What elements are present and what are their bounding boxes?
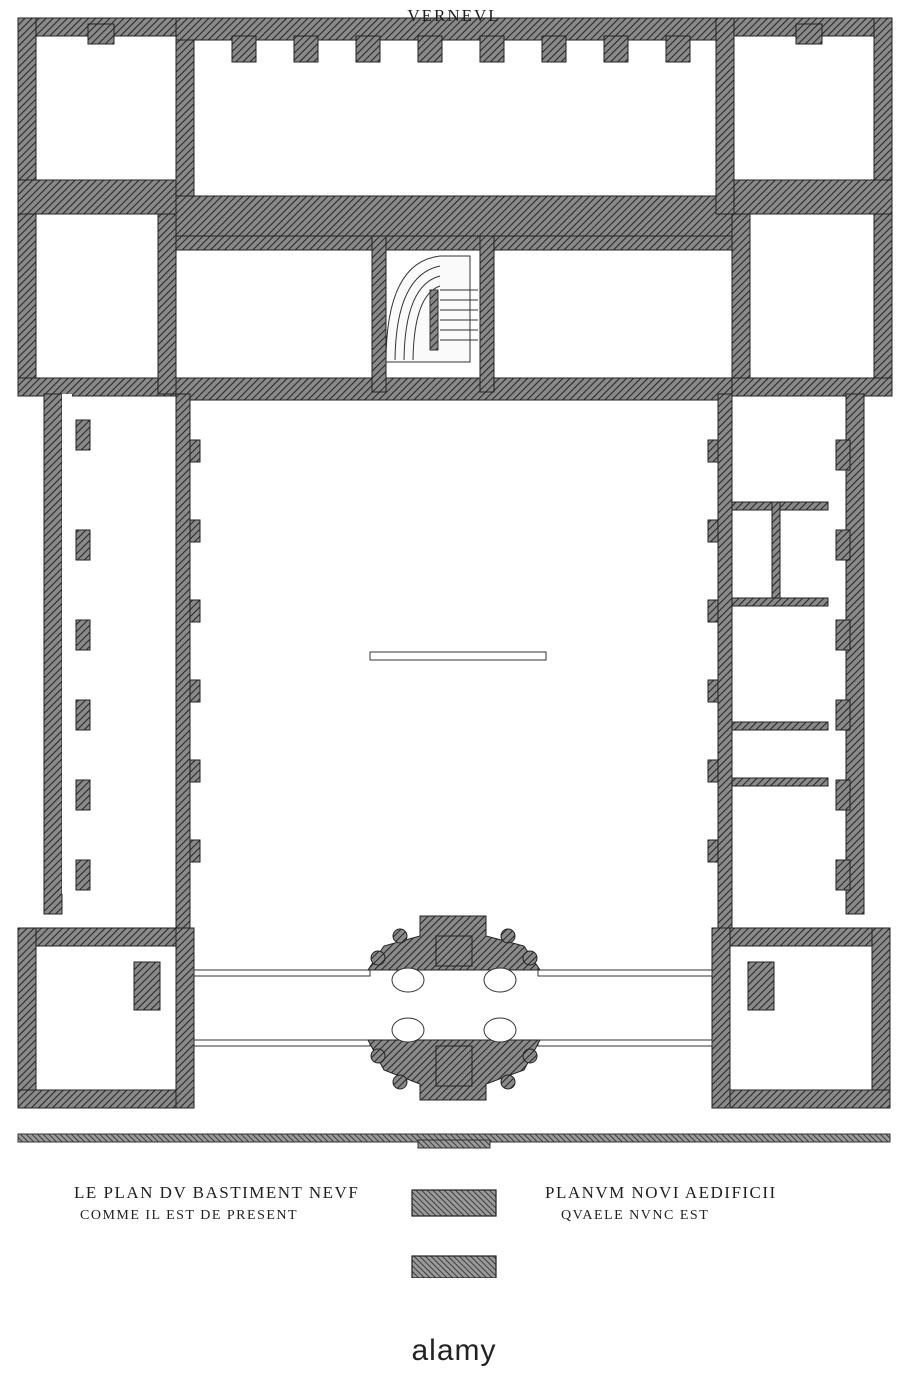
west-wing	[43, 393, 201, 935]
pavilion-top-left-wall-e	[175, 17, 195, 215]
arcades	[193, 969, 713, 1047]
footer-watermark: alamy	[411, 1334, 497, 1367]
grand-staircase	[385, 255, 478, 363]
pavilion-top-right-wall-s	[715, 179, 893, 215]
caption-french-line-1: LE PLAN DV BASTIMENT NEVF	[74, 1183, 360, 1202]
bottom-range	[17, 927, 891, 1109]
second-row	[17, 213, 893, 401]
entrance-niches	[391, 967, 517, 1043]
caption-latin-line-1: PLANVM NOVI AEDIFICII	[545, 1183, 777, 1202]
pavilion-top-left-wall-s	[17, 179, 195, 215]
east-wing	[707, 393, 865, 935]
footer-bar	[0, 1278, 908, 1390]
entrance-pavilion	[367, 915, 541, 1101]
legend-box-top	[411, 1189, 497, 1217]
top-range	[17, 17, 893, 237]
plan-title: VERNEVL	[407, 6, 501, 25]
courtyard-marker	[369, 651, 547, 661]
caption-latin-line-2: QVAELE NVNC EST	[561, 1208, 710, 1223]
top-gallery-wall-s	[175, 195, 733, 237]
ground-line	[17, 1133, 891, 1149]
legend-box-bottom	[411, 1255, 497, 1279]
top-gallery-piers	[87, 23, 823, 63]
caption-french-line-2: COMME IL EST DE PRESENT	[80, 1208, 299, 1223]
entrance-columns	[370, 928, 538, 1090]
pavilion-top-right-wall-w	[715, 17, 735, 215]
